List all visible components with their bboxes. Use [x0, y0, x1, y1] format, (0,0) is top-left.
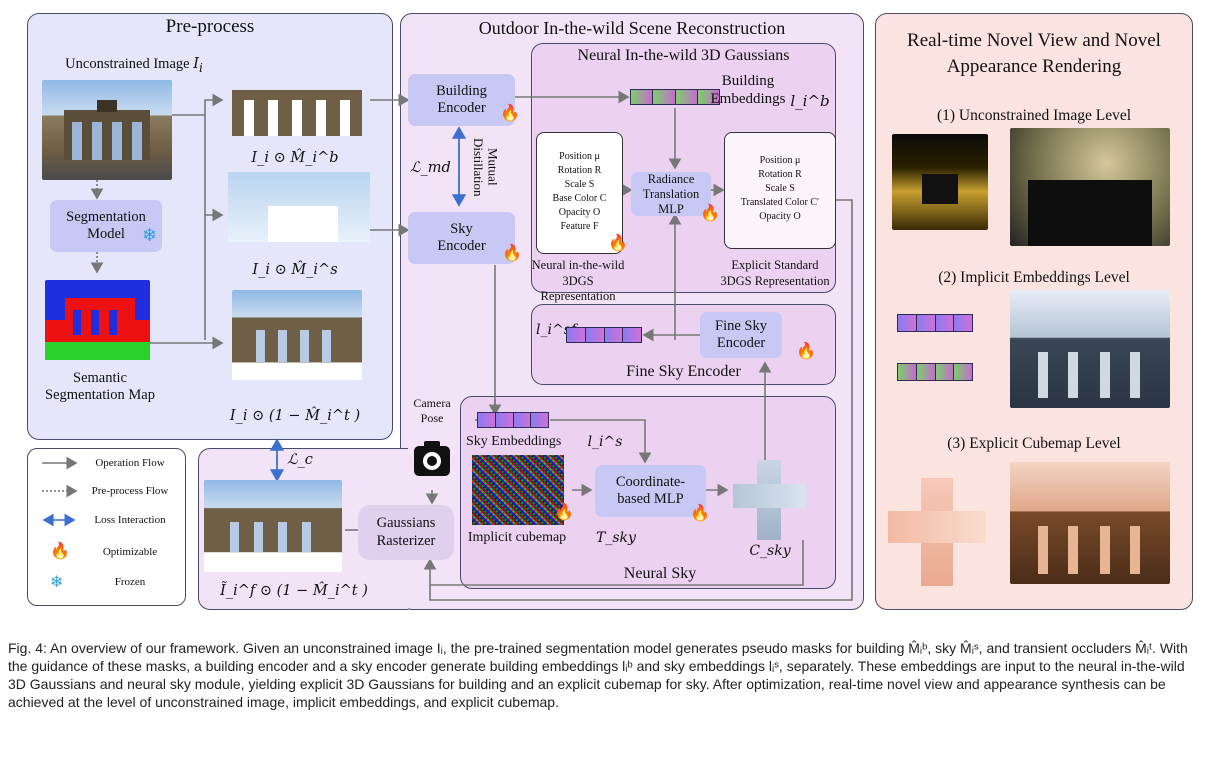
- neural-sky-title: Neural Sky: [623, 565, 697, 582]
- fine-sky-symbol: l_i^sf: [536, 322, 577, 338]
- sky-mask-label: I_i ⊙ M̂_i^s: [252, 262, 338, 278]
- rendered-image: [204, 480, 342, 572]
- figure-caption: Fig. 4: An overview of our framework. Gi…: [8, 640, 1188, 710]
- sky-masked-image: [228, 172, 370, 242]
- image-index: i: [198, 60, 203, 75]
- segmentation-model-box[interactable]: Segmentation Model: [50, 200, 162, 252]
- explicit-attr-color: Translated Color C′: [740, 197, 820, 208]
- level2-rendered-image: [1010, 290, 1170, 408]
- level3-rendered-image: [1010, 462, 1170, 584]
- coordinate-mlp-box[interactable]: Coordinate-based MLP: [595, 465, 706, 517]
- legend-frozen: Frozen: [114, 576, 146, 588]
- neural-attr-color: Base Color C: [552, 193, 607, 204]
- semantic-segmentation-map: [45, 280, 150, 360]
- realtime-title: Real-time Novel View and Novel Appearanc…: [907, 30, 1161, 77]
- gaussians-rasterizer-box[interactable]: Gaussians Rasterizer: [358, 505, 454, 560]
- semantic-map-label: Semantic Segmentation Map: [45, 370, 155, 404]
- neural-3dgs-label: Neural in-the-wild 3DGS Representation: [531, 258, 625, 304]
- fine-sky-encoder-box[interactable]: Fine Sky Encoder: [700, 312, 782, 358]
- reconstruction-title: Outdoor In-the-wild Scene Reconstruction: [478, 18, 786, 38]
- neural-attr-feature: Feature F: [560, 221, 599, 232]
- sky-encoder-flame-icon: 🔥: [502, 245, 522, 262]
- building-embeddings-label: Building Embeddings: [710, 73, 786, 107]
- loss-c-label: ℒ_c: [287, 452, 313, 468]
- legend-flame-icon: 🔥: [50, 543, 70, 560]
- level1-reference-image: [892, 134, 988, 230]
- sky-embeddings-vector: [477, 412, 549, 428]
- fine-sky-panel: [531, 304, 836, 385]
- preprocess-title: Pre-process: [165, 16, 255, 37]
- building-encoder-flame-icon: 🔥: [500, 105, 520, 122]
- fine-sky-encoder-label: Fine Sky Encoder: [715, 317, 767, 351]
- neural-attr-rotation: Rotation R: [557, 165, 602, 176]
- explicit-attr-position: Position μ: [759, 155, 801, 166]
- mutual-distillation-text: Mutual Distillation: [471, 137, 501, 197]
- sky-encoder-label: Sky Encoder: [437, 220, 486, 254]
- explicit-attr-scale: Scale S: [765, 183, 795, 194]
- building-encoder-box[interactable]: Building Encoder: [408, 74, 515, 126]
- level3-cubemap-cross: [888, 478, 986, 586]
- segmentation-model-label: Segmentation Model: [66, 208, 146, 242]
- legend-preprocess-flow: Pre-process Flow: [91, 485, 169, 497]
- sky-encoder-box[interactable]: Sky Encoder: [408, 212, 515, 264]
- implicit-cubemap-label: Implicit cubemap: [467, 530, 567, 545]
- camera-icon: [414, 441, 450, 476]
- implicit-cubemap-noise: [472, 455, 564, 525]
- level2-label: (2) Implicit Embeddings Level: [938, 269, 1130, 286]
- fine-sky-flame-icon: 🔥: [796, 343, 816, 360]
- transient-masked-image: [232, 290, 362, 380]
- level2-embedding-top: [897, 314, 973, 332]
- legend-snowflake-icon: ❄: [50, 574, 64, 591]
- loss-md-label: ℒ_md: [410, 160, 451, 176]
- building-embeddings-vector: [630, 89, 720, 105]
- explicit-3dgs-label: Explicit Standard 3DGS Representation: [720, 258, 830, 288]
- explicit-cubemap-cross: [733, 460, 805, 540]
- coordinate-mlp-flame-icon: 🔥: [690, 505, 710, 522]
- camera-pose-label: Camera Pose: [413, 396, 451, 425]
- explicit-attr-rotation: Rotation R: [758, 169, 802, 180]
- neural-3dgs-flame-icon: 🔥: [608, 235, 628, 252]
- legend-panel: [27, 448, 186, 606]
- unconstrained-image: [42, 80, 172, 180]
- neural-3dgs-box: Position μ Rotation R Scale S Base Color…: [536, 132, 623, 254]
- legend-loss-interaction: Loss Interaction: [94, 514, 166, 526]
- neural-attr-position: Position μ: [559, 151, 600, 162]
- frozen-snowflake-icon: ❄: [142, 225, 158, 245]
- legend-optimizable: Optimizable: [102, 546, 158, 558]
- explicit-attr-opacity: Opacity O: [759, 211, 801, 222]
- t-sky-label: T_sky: [596, 530, 636, 546]
- neural-attr-opacity: Opacity O: [558, 207, 601, 218]
- level1-rendered-image: [1010, 128, 1170, 246]
- rendered-label: Ĩ_i^f ⊙ (1 − M̂_i^t ): [220, 583, 368, 599]
- building-masked-image: [232, 78, 362, 140]
- implicit-cubemap-flame-icon: 🔥: [554, 504, 574, 521]
- fine-sky-title: Fine Sky Encoder: [626, 363, 741, 380]
- radiance-mlp-box[interactable]: Radiance Translation MLP: [631, 172, 711, 216]
- fine-sky-embeddings-vector: [566, 327, 642, 343]
- explicit-3dgs-box: Position μ Rotation R Scale S Translated…: [724, 132, 836, 249]
- coordinate-mlp-label: Coordinate-based MLP: [615, 473, 686, 507]
- unconstrained-text: Unconstrained Image: [65, 56, 194, 72]
- rasterizer-label: Gaussians Rasterizer: [376, 515, 436, 549]
- level1-label: (1) Unconstrained Image Level: [936, 107, 1132, 124]
- c-sky-label: C_sky: [749, 543, 791, 559]
- gaussians-title: Neural In-the-wild 3D Gaussians: [577, 47, 790, 64]
- neural-attr-scale: Scale S: [564, 179, 595, 190]
- level3-label: (3) Explicit Cubemap Level: [947, 435, 1121, 452]
- radiance-mlp-flame-icon: 🔥: [700, 205, 720, 222]
- building-mask-label: I_i ⊙ M̂_i^b: [251, 150, 339, 166]
- sky-embeddings-symbol: l_i^s: [587, 434, 623, 450]
- level2-embedding-bottom: [897, 363, 973, 381]
- building-encoder-label: Building Encoder: [436, 82, 487, 116]
- unconstrained-image-label: Unconstrained Image Ii: [34, 56, 234, 75]
- building-embeddings-symbol: l_i^b: [790, 92, 830, 110]
- sky-embeddings-label: Sky Embeddings: [466, 434, 562, 449]
- radiance-mlp-label: Radiance Translation MLP: [642, 171, 700, 216]
- image-symbol: I: [193, 56, 199, 72]
- transient-mask-label: I_i ⊙ (1 − M̂_i^t ): [229, 408, 361, 424]
- mutual-distillation-label: Mutual Distillation: [465, 122, 505, 212]
- legend-operation-flow: Operation Flow: [95, 457, 165, 469]
